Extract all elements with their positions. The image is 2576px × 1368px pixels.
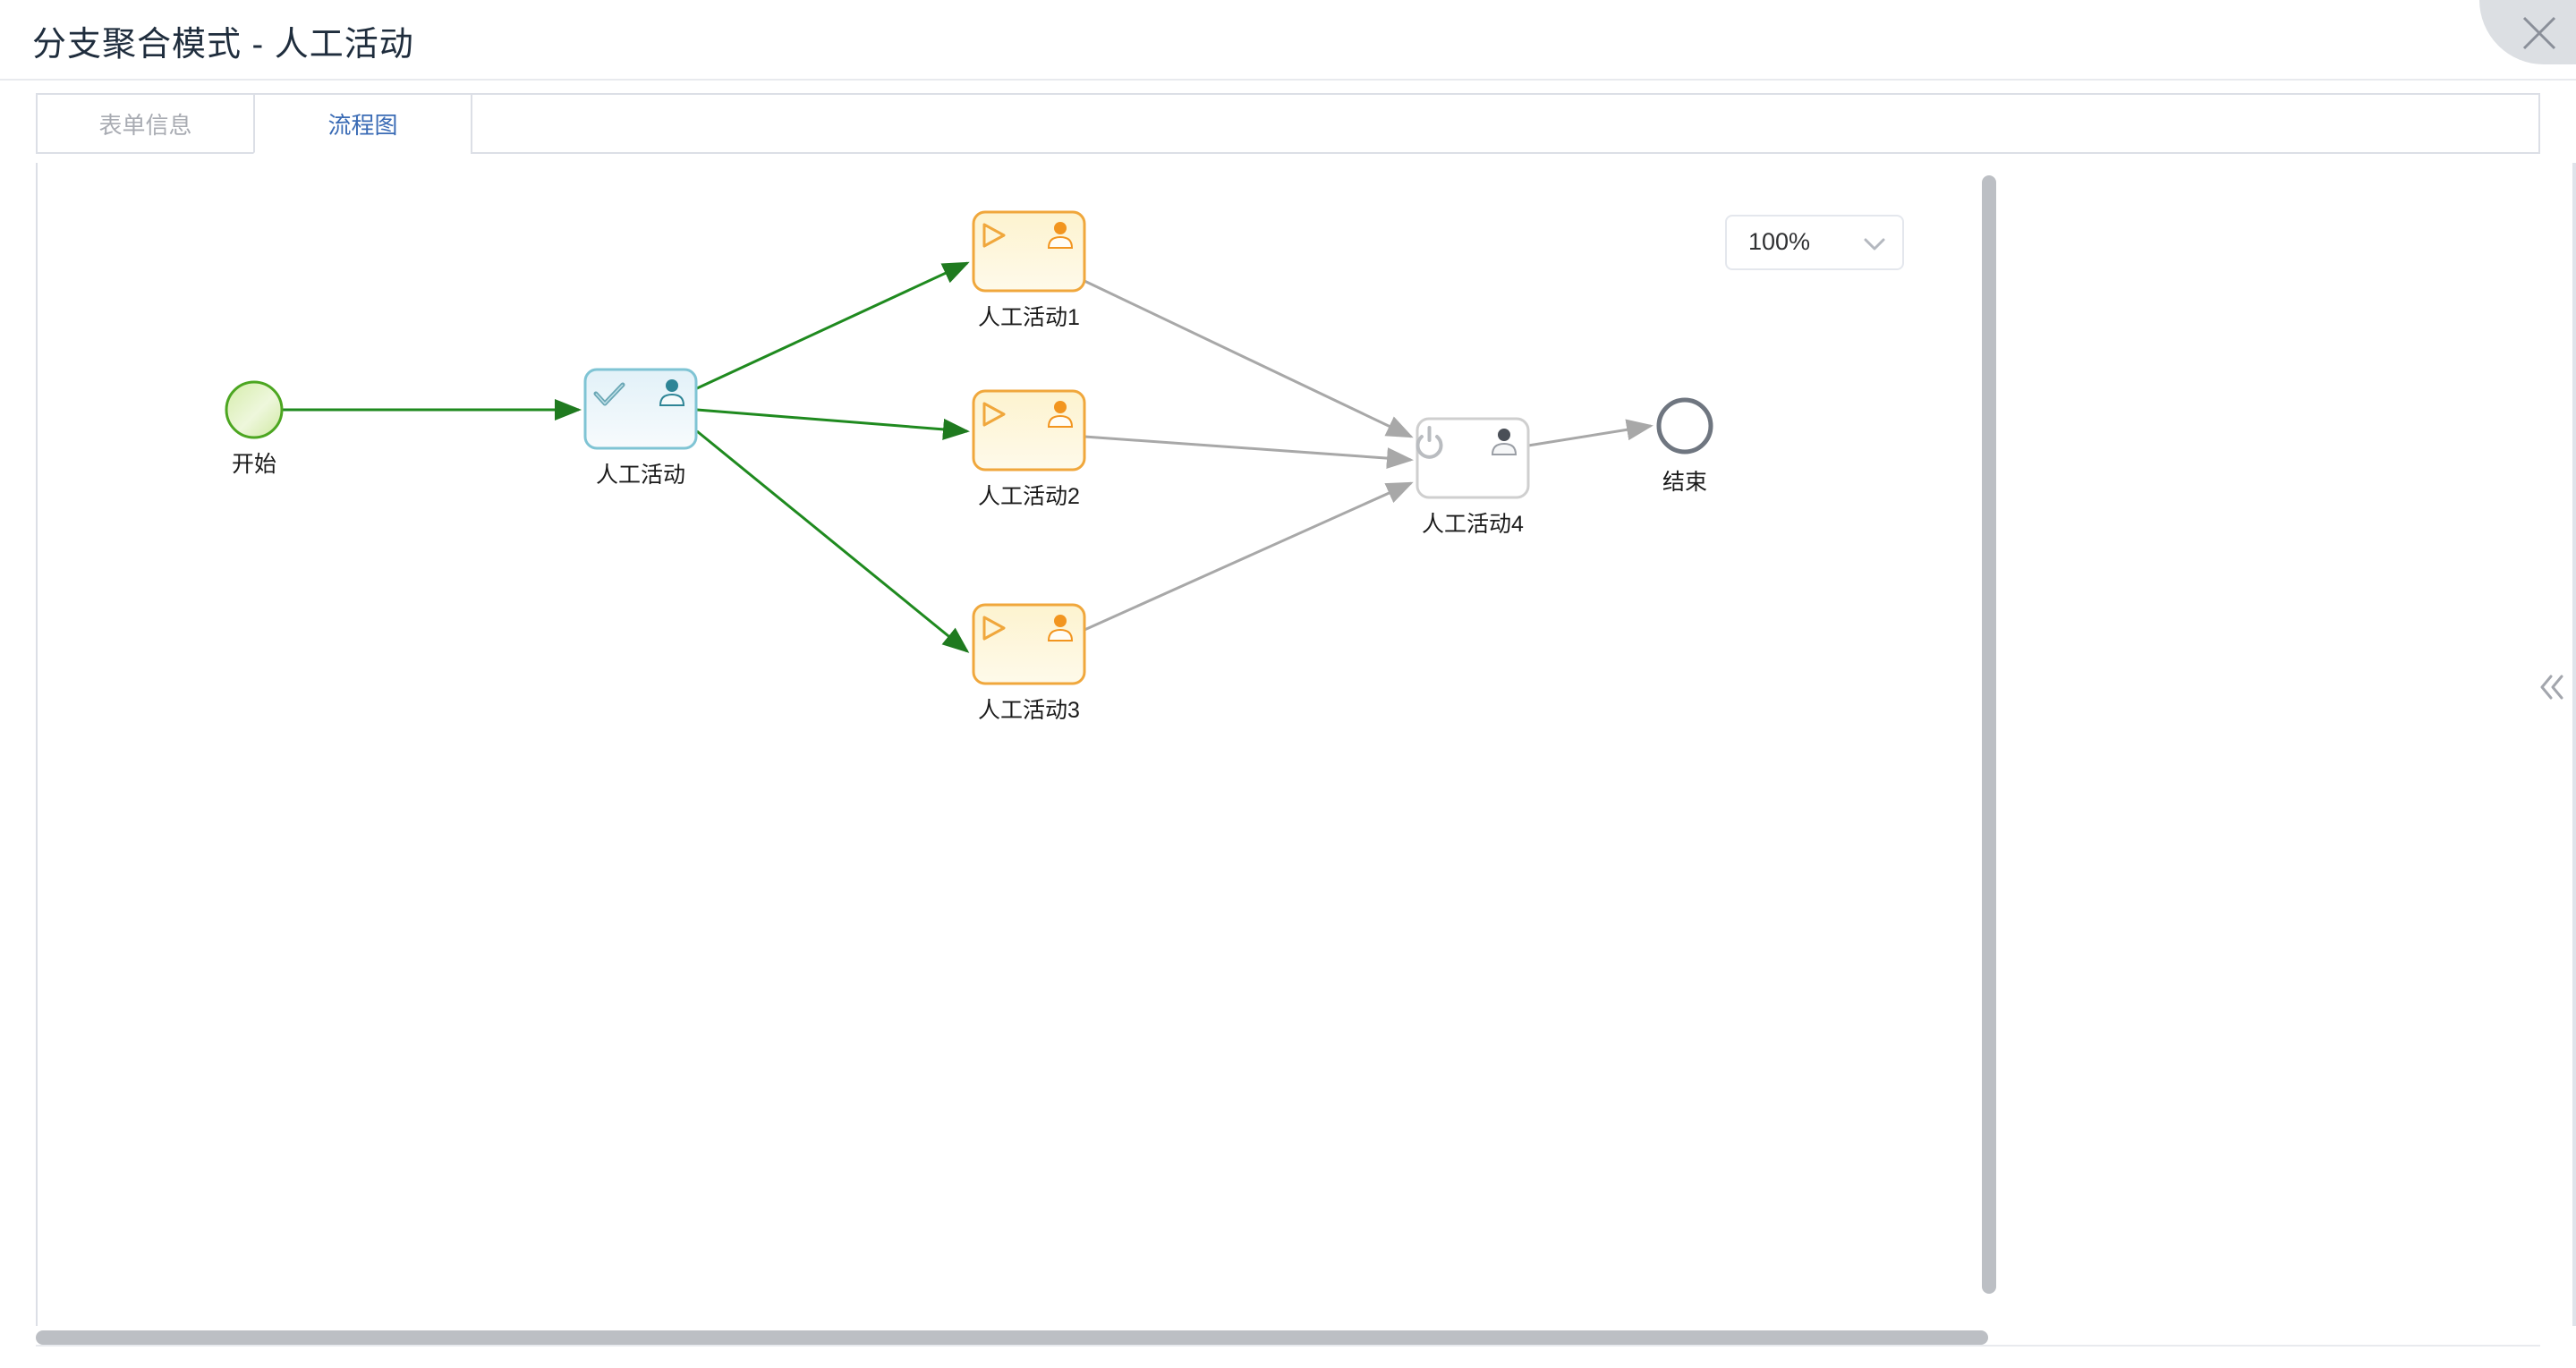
play-icon — [982, 402, 1006, 427]
user-icon — [1047, 222, 1074, 249]
close-button[interactable] — [2479, 0, 2576, 64]
node-label-end: 结束 — [1662, 470, 1708, 495]
chevron-down-icon — [1864, 238, 1885, 251]
vertical-scrollbar-thumb[interactable] — [1982, 175, 1996, 1294]
user-icon — [1047, 615, 1074, 642]
node-start[interactable] — [225, 380, 284, 439]
node-task-人工活动3[interactable] — [972, 603, 1086, 685]
horizontal-scrollbar-track[interactable] — [36, 1330, 2540, 1347]
vertical-scrollbar-track[interactable] — [1982, 168, 1996, 1322]
tab-filler — [471, 93, 2540, 154]
node-label-start: 开始 — [231, 452, 277, 477]
zoom-level-select[interactable]: 100% — [1725, 215, 1904, 270]
node-task-人工活动2[interactable] — [972, 389, 1086, 472]
node-label-task3: 人工活动3 — [978, 698, 1080, 723]
tab-form-info[interactable]: 表单信息 — [36, 93, 253, 154]
node-task-人工活动1[interactable] — [972, 210, 1086, 293]
node-task-人工活动4[interactable] — [1416, 417, 1530, 499]
power-icon — [1416, 426, 1443, 459]
edge-task1-to-task4 — [1084, 279, 1414, 438]
edge-task4-to-end — [1527, 419, 1654, 447]
node-label-task2: 人工活动2 — [978, 484, 1080, 509]
user-icon — [1047, 401, 1074, 428]
double-chevron-left-icon[interactable] — [2535, 669, 2571, 705]
user-icon — [659, 379, 685, 406]
play-icon — [982, 223, 1006, 248]
edge-task0-to-task2 — [696, 408, 970, 440]
play-icon — [982, 616, 1006, 641]
horizontal-scrollbar-thumb[interactable] — [36, 1330, 1988, 1345]
node-label-task4: 人工活动4 — [1422, 512, 1524, 537]
node-label-task0: 人工活动 — [595, 463, 686, 488]
node-end[interactable] — [1656, 397, 1713, 455]
check-icon — [593, 382, 625, 406]
tab-flow-diagram[interactable]: 流程图 — [253, 93, 471, 154]
node-task-人工活动[interactable] — [583, 368, 698, 450]
edge-task0-to-task3 — [696, 429, 970, 653]
diagram-canvas[interactable]: 开始 人工活动 人工活动1 人工活动2 人工活动3 人工活动4 结束 — [36, 163, 2540, 1326]
dialog-header: 分支聚合模式 - 人工活动 — [0, 0, 2576, 81]
node-label-task1: 人工活动1 — [978, 305, 1080, 330]
page-title: 分支聚合模式 - 人工活动 — [32, 26, 414, 64]
flow-graph — [225, 210, 1713, 685]
panel-divider — [2572, 163, 2576, 1326]
edge-task0-to-task1 — [696, 261, 970, 390]
user-icon — [1491, 429, 1518, 455]
edge-task2-to-task4 — [1084, 435, 1414, 470]
zoom-level-value: 100% — [1748, 228, 1811, 255]
close-icon — [2522, 16, 2556, 50]
tab-bar: 表单信息 流程图 — [0, 81, 2576, 154]
edge-task3-to-task4 — [1084, 481, 1414, 632]
